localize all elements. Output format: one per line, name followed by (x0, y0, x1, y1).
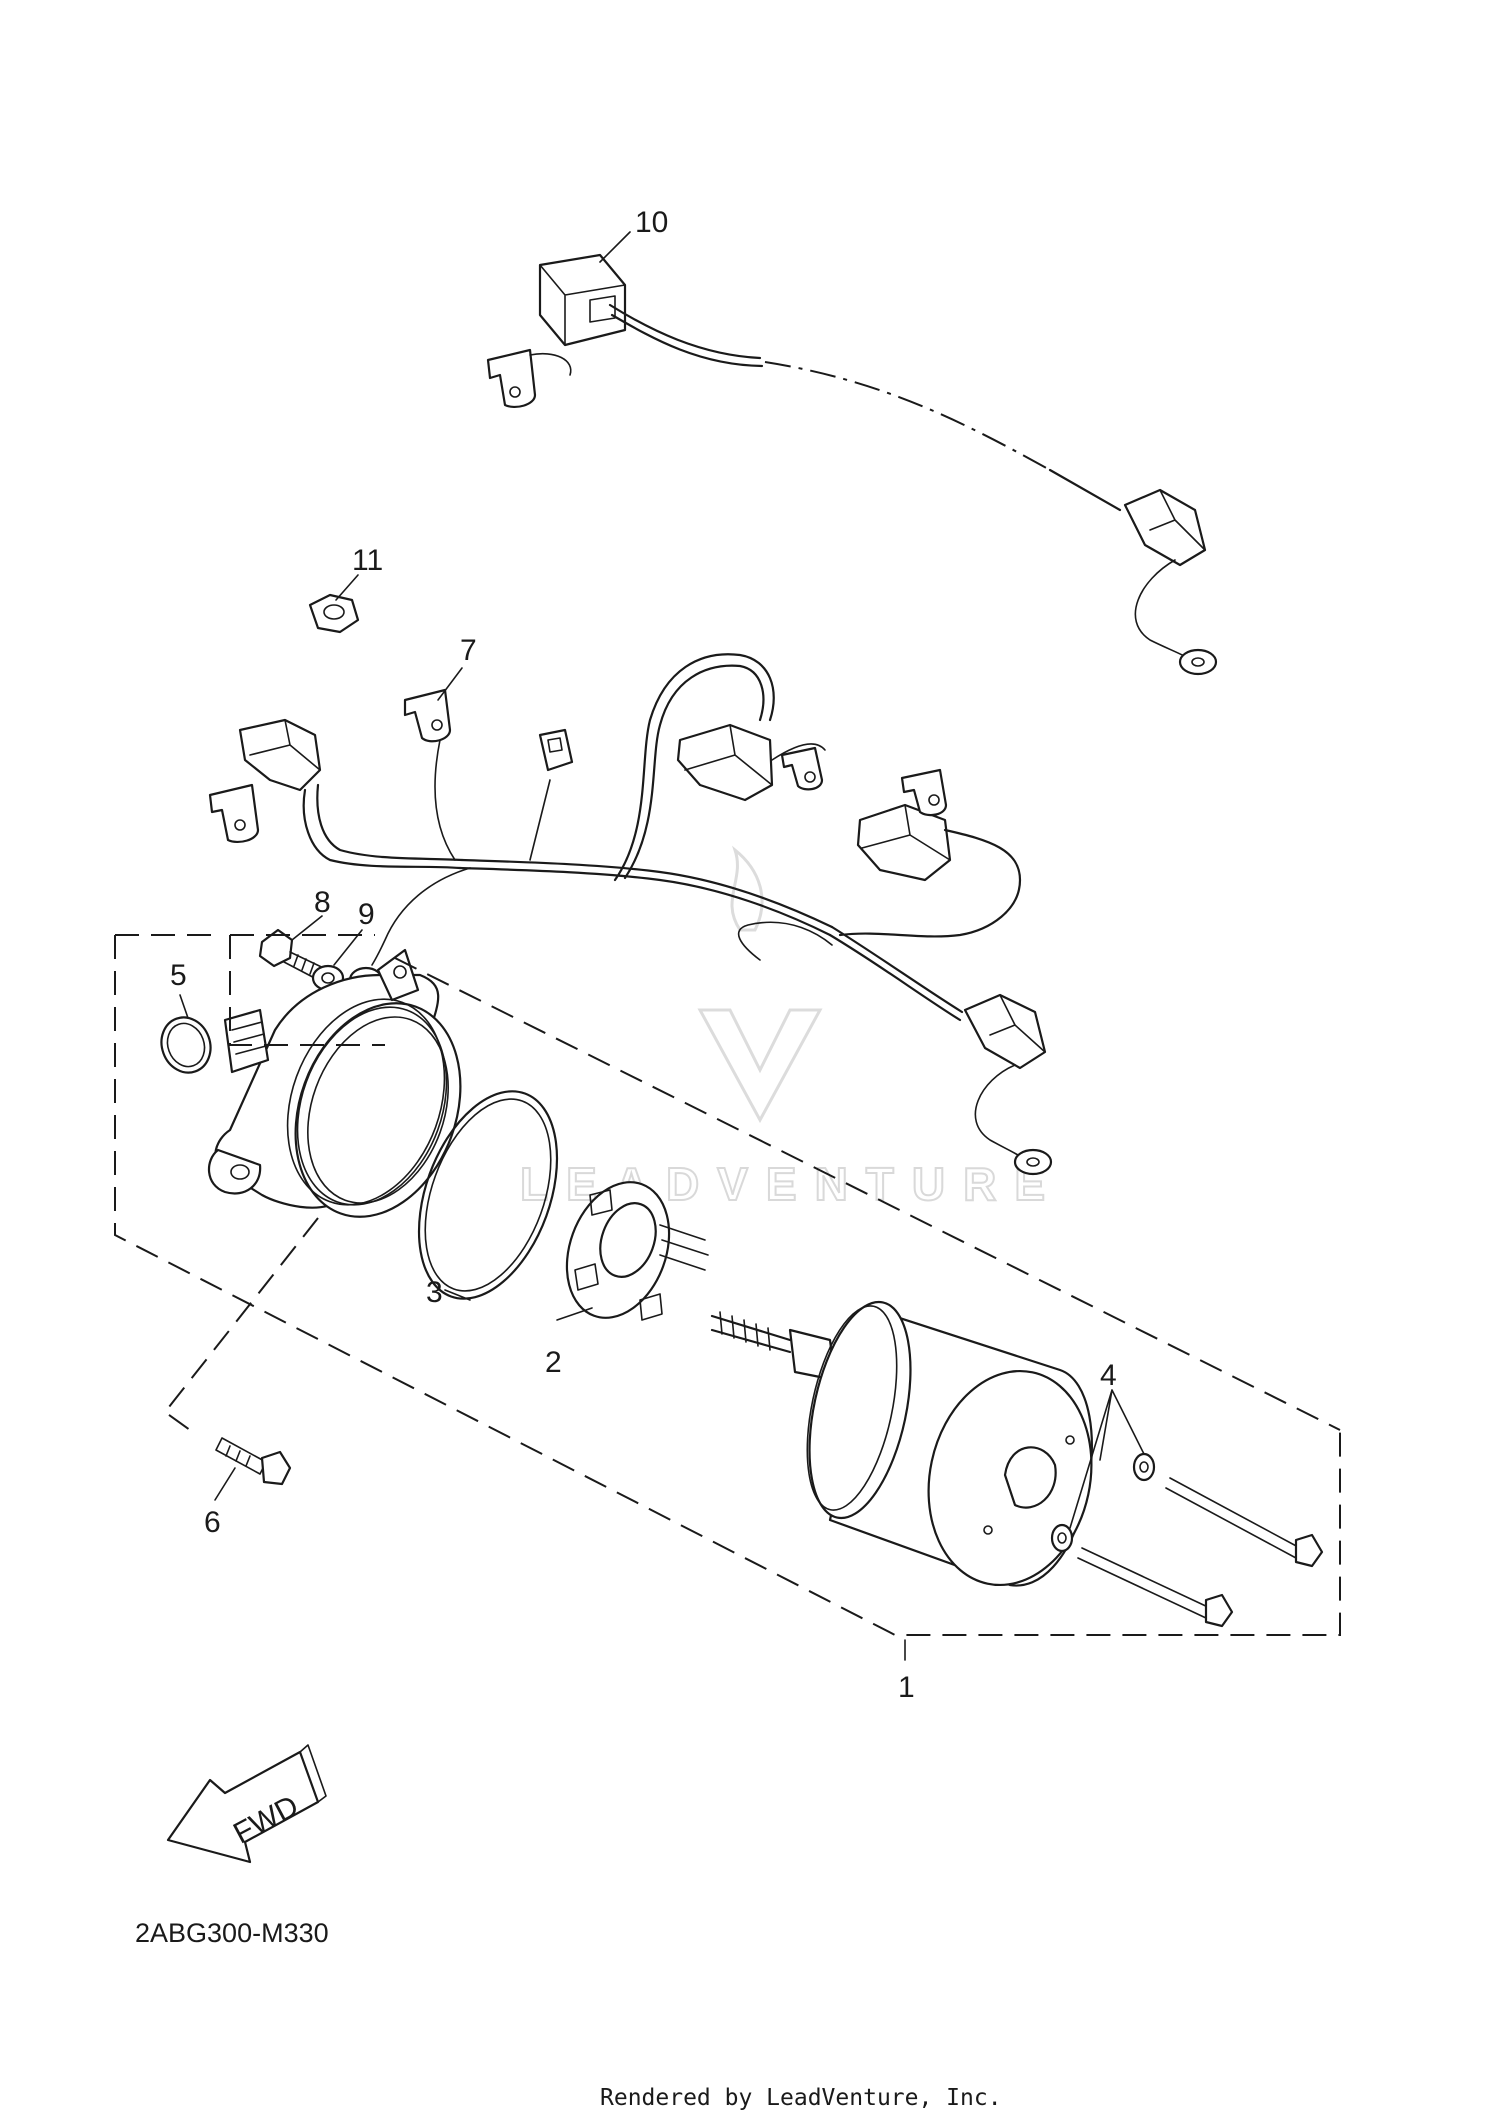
callout-6: 6 (204, 1506, 221, 1539)
callout-7: 7 (460, 634, 477, 667)
callout-4: 4 (1100, 1359, 1117, 1392)
callout-1: 1 (898, 1671, 915, 1704)
part-2-brush-holder (565, 1181, 709, 1321)
part-7-clamp (403, 688, 452, 743)
part-11-nut (308, 593, 360, 634)
part-8-screw (258, 928, 333, 985)
fwd-direction-arrow: FWD (166, 1744, 327, 1864)
callout-5: 5 (170, 959, 187, 992)
part-6-bolt (215, 1437, 292, 1486)
leader-lines (179, 231, 1145, 1661)
callout-8: 8 (314, 886, 331, 919)
callout-3: 3 (426, 1276, 443, 1309)
starter-motor-yoke (710, 1300, 1093, 1587)
diagram-code: 2ABG300-M330 (135, 1918, 329, 1948)
watermark-logo (697, 845, 823, 1124)
callout-10: 10 (635, 206, 668, 239)
part-3-o-ring (417, 1090, 559, 1300)
credit-footer: Rendered by LeadVenture, Inc. (600, 2085, 1002, 2111)
wire-harness (208, 653, 1053, 1176)
part-10-sensor-lead (486, 253, 1218, 676)
assembly-1-boundary (114, 934, 1341, 1636)
front-cover-housing (208, 948, 462, 1218)
callout-11: 11 (352, 544, 383, 577)
part-4-through-bolts (1050, 1452, 1324, 1628)
callout-labels: 10 11 7 8 9 5 3 2 4 6 1 (170, 206, 1117, 1704)
callout-2: 2 (545, 1346, 562, 1379)
callout-9: 9 (358, 898, 375, 931)
part-5-o-ring (160, 1016, 212, 1074)
